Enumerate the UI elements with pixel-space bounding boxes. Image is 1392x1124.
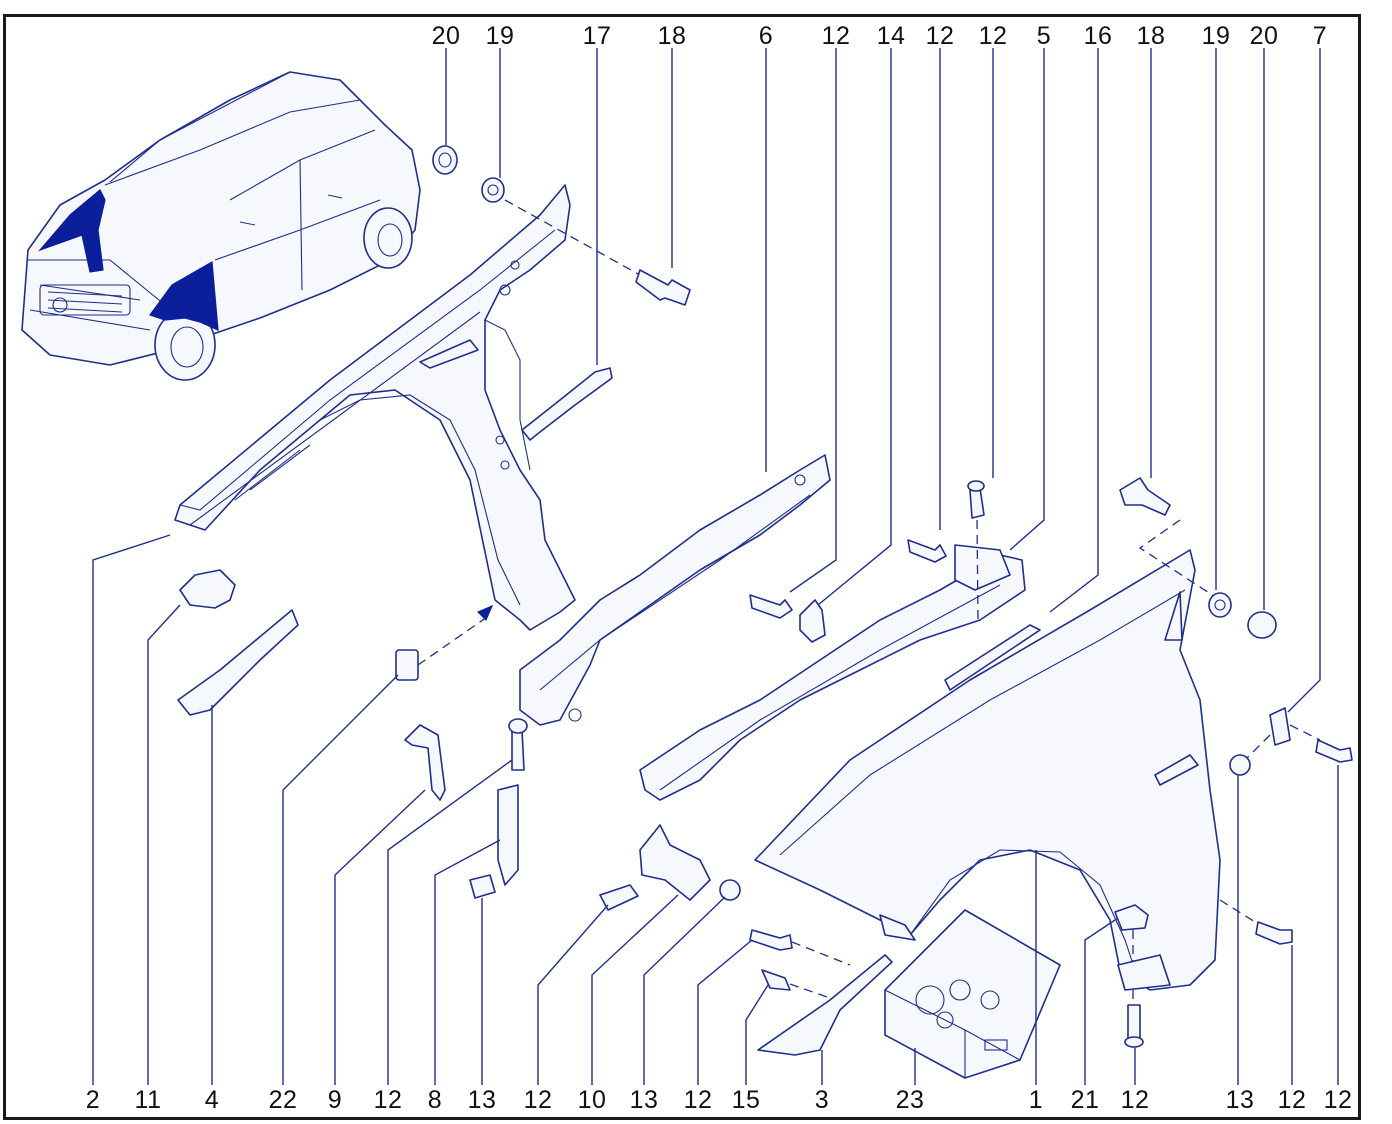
- callout-bottom-13a: 13: [467, 1086, 497, 1114]
- callout-top-12c: 12: [978, 22, 1008, 50]
- rail-4: [177, 609, 299, 716]
- callout-bottom-2: 2: [85, 1086, 101, 1114]
- clip-14-group: [749, 594, 826, 643]
- lower-bracket-group: [1114, 904, 1171, 1048]
- callout-top-20a: 20: [431, 22, 461, 50]
- callout-bottom-15: 15: [731, 1086, 761, 1114]
- callout-top-12a: 12: [821, 22, 851, 50]
- fixing-kit-box-23: [884, 909, 1061, 1079]
- callout-top-7: 7: [1312, 22, 1328, 50]
- callout-top-20b: 20: [1249, 22, 1279, 50]
- trim-3-group: [749, 929, 893, 1056]
- callout-bottom-22: 22: [268, 1086, 298, 1114]
- callout-top-19b: 19: [1201, 22, 1231, 50]
- car-overview-illustration: [21, 71, 421, 381]
- bracket-10-group: [599, 824, 741, 911]
- callout-bottom-11: 11: [134, 1086, 162, 1114]
- callout-top-14: 14: [876, 22, 906, 50]
- callout-bottom-3: 3: [814, 1086, 830, 1114]
- rubber-plugs-top-left: [432, 145, 641, 276]
- callout-bottom-1: 1: [1028, 1086, 1044, 1114]
- strut-8: [469, 718, 528, 899]
- leader-lines: [92, 48, 1339, 1085]
- callout-bottom-12e: 12: [1277, 1086, 1307, 1114]
- right-fender-part: [754, 549, 1221, 991]
- callout-bottom-23: 23: [895, 1086, 925, 1114]
- callout-bottom-9: 9: [327, 1086, 343, 1114]
- callout-top-6: 6: [758, 22, 774, 50]
- callout-bottom-12a: 12: [373, 1086, 403, 1114]
- bracket-17: [521, 367, 613, 441]
- callout-bottom-21: 21: [1070, 1086, 1100, 1114]
- bolts-12-right: [907, 480, 985, 621]
- callout-top-18b: 18: [1136, 22, 1166, 50]
- callout-bottom-13c: 13: [1225, 1086, 1255, 1114]
- callout-bottom-13b: 13: [629, 1086, 659, 1114]
- right-fixings-group: [1219, 707, 1353, 945]
- bracket-11: [179, 569, 236, 609]
- callout-top-18a: 18: [657, 22, 687, 50]
- callout-top-5: 5: [1036, 22, 1052, 50]
- right-plugs-group: [1119, 477, 1277, 639]
- callout-bottom-12c: 12: [683, 1086, 713, 1114]
- clip-22: [395, 604, 494, 681]
- left-fender-part: [174, 184, 576, 631]
- callout-bottom-12d: 12: [1120, 1086, 1150, 1114]
- callout-top-16: 16: [1083, 22, 1113, 50]
- callout-top-12b: 12: [925, 22, 955, 50]
- callout-bottom-4: 4: [204, 1086, 220, 1114]
- callout-bottom-12f: 12: [1323, 1086, 1353, 1114]
- callout-bottom-12b: 12: [523, 1086, 553, 1114]
- callout-bottom-8: 8: [427, 1086, 443, 1114]
- callout-top-19a: 19: [485, 22, 515, 50]
- bolt-18-left: [635, 269, 691, 306]
- callout-top-17: 17: [582, 22, 612, 50]
- callout-bottom-10: 10: [577, 1086, 607, 1114]
- member-6: [519, 454, 831, 726]
- member-5: [639, 544, 1041, 801]
- clamp-9: [404, 724, 446, 801]
